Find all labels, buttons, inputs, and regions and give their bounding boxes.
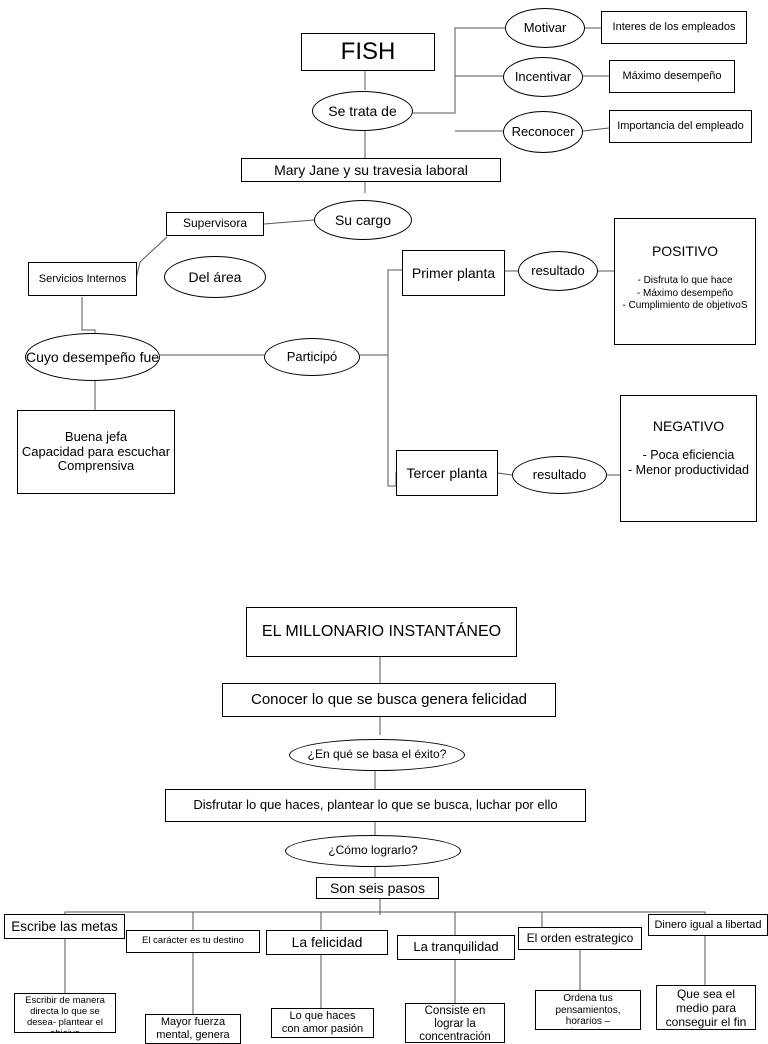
como-ellipse: ¿Cómo lograrlo? <box>285 835 461 867</box>
desc-tranquilidad: Consiste en lograr la concentración tota… <box>405 1003 505 1043</box>
negativo-box: NEGATIVO - Poca eficiencia - Menor produ… <box>620 395 757 522</box>
cuyo-desempeno-ellipse: Cuyo desempeño fue <box>25 333 160 381</box>
mary-jane-box: Mary Jane y su travesia laboral <box>241 158 501 182</box>
desc-escribe: Escribir de manera directa lo que se des… <box>14 993 116 1033</box>
tercer-planta-box: Tercer planta <box>396 450 498 496</box>
negativo-title: NEGATIVO <box>652 418 725 434</box>
maximo-desempeno-box: Máximo desempeño <box>609 60 735 93</box>
negativo-items: - Poca eficiencia - Menor productividad <box>628 448 749 478</box>
incentivar-ellipse: Incentivar <box>503 57 583 97</box>
positivo-box: POSITIVO - Disfruta lo que hace - Máximo… <box>614 218 756 345</box>
paso-felicidad: La felicidad <box>266 930 388 955</box>
disfrutar-box: Disfrutar lo que haces, plantear lo que … <box>165 789 586 822</box>
paso-dinero: Dinero igual a libertad <box>648 914 768 936</box>
se-trata-de-ellipse: Se trata de <box>312 91 413 131</box>
positivo-title: POSITIVO <box>651 243 719 259</box>
desc-felicidad: Lo que haces con amor pasión y entrega g… <box>271 1008 374 1038</box>
paso-orden: El orden estrategico <box>518 927 642 950</box>
positivo-items: - Disfruta lo que hace - Máximo desempeñ… <box>622 275 748 312</box>
cualidades-box: Buena jefa Capacidad para escuchar Compr… <box>17 410 175 494</box>
supervisora-box: Supervisora <box>166 212 264 236</box>
fish-title: FISH <box>301 33 435 71</box>
reconocer-ellipse: Reconocer <box>503 111 583 153</box>
desc-orden: Ordena tus pensamientos, horarios – esta… <box>535 990 641 1030</box>
importancia-box: Importancia del empleado <box>609 110 752 143</box>
seis-pasos-box: Son seis pasos <box>316 877 439 899</box>
motivar-ellipse: Motivar <box>505 8 585 48</box>
paso-caracter: El carácter es tu destino <box>126 930 260 953</box>
interes-box: Interes de los empleados <box>601 11 747 44</box>
desc-dinero: Que sea el medio para conseguir el fin <box>656 985 756 1030</box>
resultado-ellipse-2: resultado <box>512 456 607 494</box>
conocer-box: Conocer lo que se busca genera felicidad <box>222 683 556 717</box>
desc-caracter: Mayor fuerza mental, genera mayor caract… <box>145 1014 241 1044</box>
su-cargo-ellipse: Su cargo <box>314 200 412 240</box>
resultado-ellipse-1: resultado <box>518 251 598 291</box>
servicios-internos-box: Servicios Internos <box>28 262 137 296</box>
primer-planta-box: Primer planta <box>402 250 505 296</box>
paso-tranquilidad: La tranquilidad <box>397 935 515 960</box>
del-area-ellipse: Del área <box>164 256 266 298</box>
participo-ellipse: Participó <box>264 338 360 376</box>
millonario-title: EL MILLONARIO INSTANTÁNEO <box>246 607 517 657</box>
paso-escribe-metas: Escribe las metas <box>4 914 125 939</box>
basa-ellipse: ¿En qué se basa el éxito? <box>289 739 465 771</box>
